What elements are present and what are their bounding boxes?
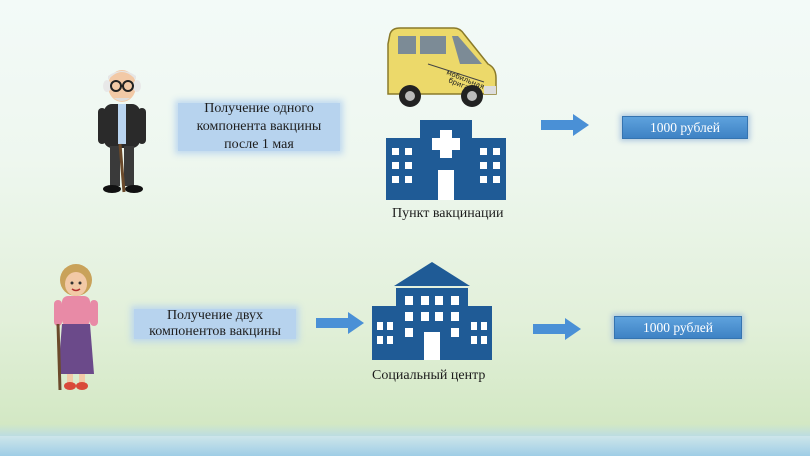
vaccination-point-building-icon [386, 120, 506, 200]
bottom-band [0, 436, 810, 456]
arrow-right-icon [533, 318, 581, 340]
elderly-man-icon [92, 66, 152, 196]
place-caption-2: Социальный центр [372, 368, 486, 383]
elderly-woman-icon [50, 262, 102, 392]
place-caption-1: Пункт вакцинации [392, 206, 504, 221]
mobile-brigade-van-icon: мобильная бригада [380, 24, 502, 112]
social-center-building-icon [372, 262, 492, 360]
description-box-2: Получение двух компонентов вакцины [134, 308, 296, 339]
price-badge-2: 1000 рублей [614, 316, 742, 339]
arrow-right-icon [541, 114, 589, 136]
description-line: Получение двух [166, 308, 264, 323]
description-line: компонента вакцины [196, 119, 322, 134]
description-line: после 1 мая [224, 137, 294, 152]
description-line: Получение одного [204, 101, 314, 116]
price-badge-1: 1000 рублей [622, 116, 748, 139]
arrow-right-icon [316, 312, 364, 334]
description-line: компонентов вакцины [149, 324, 281, 339]
description-box-1: Получение одного компонента вакцины посл… [178, 101, 340, 152]
